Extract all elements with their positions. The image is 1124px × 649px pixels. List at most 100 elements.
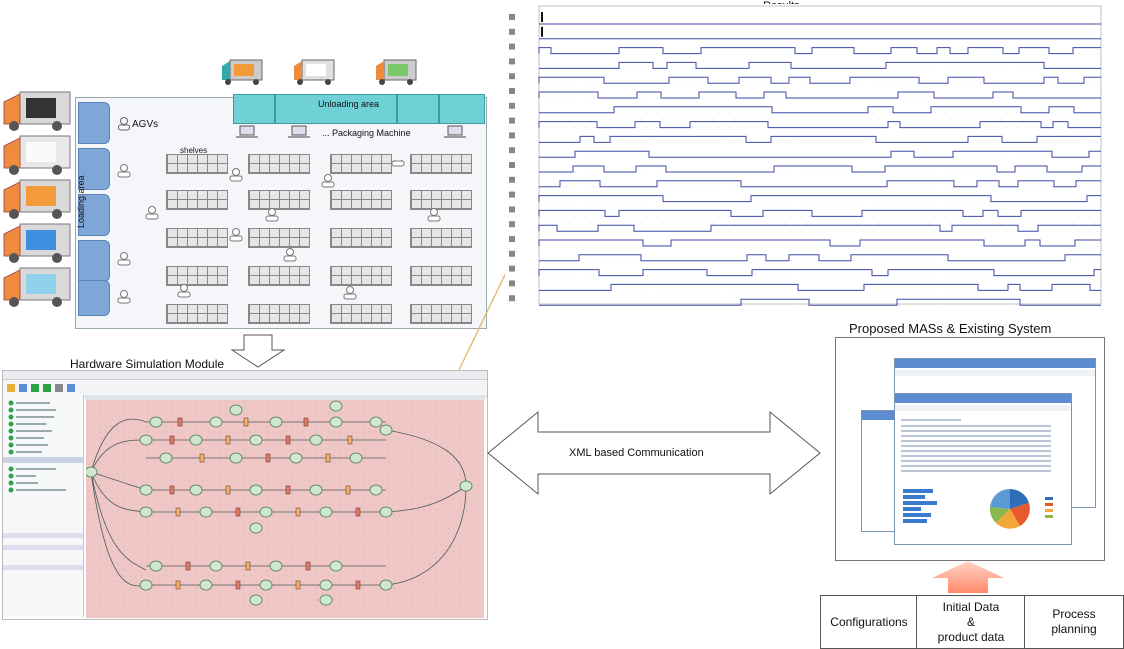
signal-label-mark bbox=[509, 43, 515, 50]
step-icon[interactable] bbox=[43, 384, 51, 392]
stop-icon[interactable] bbox=[55, 384, 63, 392]
initial-data-box: Initial Data & product data bbox=[916, 595, 1026, 649]
agv-figures bbox=[117, 160, 441, 304]
truck-icons bbox=[3, 91, 71, 307]
truck-icon bbox=[3, 91, 71, 131]
shelf bbox=[410, 154, 472, 174]
signal-trace bbox=[539, 135, 1101, 143]
agvs-label: AGVs bbox=[132, 119, 159, 130]
shelf bbox=[166, 228, 228, 248]
signal-trace bbox=[538, 91, 1101, 99]
loading-dock bbox=[78, 194, 110, 236]
truck-icon bbox=[3, 179, 71, 219]
warehouse-layout bbox=[75, 97, 487, 329]
signal-label-mark bbox=[509, 102, 515, 109]
signal-label-mark bbox=[509, 14, 515, 20]
configurations-label: Configurations bbox=[830, 614, 908, 629]
agv-icon bbox=[265, 208, 279, 222]
packaging-machines bbox=[236, 125, 466, 138]
xml-communication-label: XML based Communication bbox=[569, 447, 704, 459]
shelf bbox=[248, 304, 310, 324]
shelf bbox=[166, 304, 228, 324]
loading-dock bbox=[78, 148, 110, 190]
shelf bbox=[248, 154, 310, 174]
petri-places bbox=[86, 400, 473, 606]
up-arrow bbox=[932, 561, 1004, 593]
signal-trace bbox=[539, 254, 1101, 262]
unloading-dock bbox=[397, 94, 439, 124]
open-icon[interactable] bbox=[7, 384, 15, 392]
initial-data-line2: & bbox=[966, 614, 975, 629]
signal-trace bbox=[538, 121, 1101, 129]
signal-label-mark bbox=[509, 236, 515, 242]
down-arrow bbox=[230, 334, 286, 368]
agv-icon bbox=[117, 164, 131, 178]
unloading-dock bbox=[233, 94, 275, 124]
agv-icon bbox=[391, 160, 405, 167]
project-tree-panel[interactable] bbox=[3, 395, 84, 617]
agv-icon bbox=[427, 208, 441, 222]
initial-data-line3: product data bbox=[937, 629, 1005, 644]
results-timing-diagram bbox=[505, 4, 1105, 312]
truck-icon bbox=[376, 59, 417, 85]
agv-icon bbox=[343, 286, 357, 300]
play-icon[interactable] bbox=[31, 384, 39, 392]
agv-icon bbox=[177, 284, 191, 298]
petri-transitions bbox=[169, 417, 361, 590]
signal-label-mark bbox=[509, 162, 515, 168]
shelf bbox=[330, 190, 392, 210]
signal-trace bbox=[538, 195, 1101, 203]
machine-icon bbox=[288, 125, 310, 138]
petri-net-canvas[interactable] bbox=[86, 400, 484, 618]
signal-trace bbox=[538, 209, 1101, 217]
agv-icon bbox=[145, 206, 159, 220]
shelf bbox=[166, 154, 228, 174]
editor-tabs[interactable] bbox=[85, 395, 485, 400]
tree-items bbox=[3, 400, 83, 570]
signal-trace bbox=[538, 76, 1101, 84]
app-window-front bbox=[894, 393, 1072, 545]
shelf bbox=[330, 266, 392, 286]
legend-thumb bbox=[1045, 497, 1053, 518]
unloading-trucks bbox=[222, 59, 417, 85]
signal-label-mark bbox=[509, 250, 515, 257]
signal-trace bbox=[539, 283, 1101, 291]
packaging-machine-label: ... Packaging Machine bbox=[322, 128, 411, 138]
signal-trace bbox=[538, 224, 1101, 232]
shelf bbox=[330, 154, 392, 174]
shelf bbox=[248, 266, 310, 286]
signal-label-mark bbox=[509, 147, 515, 154]
signal-label-mark bbox=[509, 176, 515, 183]
shelf bbox=[166, 266, 228, 286]
unloading-area-label: Unloading area bbox=[318, 99, 380, 109]
pie-chart-thumb bbox=[989, 488, 1030, 529]
shelf bbox=[410, 190, 472, 210]
shelf bbox=[166, 190, 228, 210]
unloading-dock bbox=[439, 94, 485, 124]
shelf bbox=[248, 228, 310, 248]
save-icon[interactable] bbox=[19, 384, 27, 392]
xml-communication-arrow bbox=[487, 410, 821, 496]
agv-icon bbox=[229, 228, 243, 242]
signal-label-mark bbox=[509, 73, 515, 80]
loading-area-label: Loading area bbox=[76, 175, 86, 228]
process-planning-line2: planning bbox=[1051, 622, 1097, 636]
signal-label-mark bbox=[509, 221, 515, 228]
truck-icon bbox=[3, 267, 71, 307]
signal-label-mark bbox=[509, 265, 515, 272]
signal-label-mark bbox=[509, 206, 515, 213]
hardware-sim-title: Hardware Simulation Module bbox=[70, 357, 225, 371]
shelves-label: shelves bbox=[180, 146, 208, 155]
truck-icon bbox=[3, 135, 71, 175]
agv-icon bbox=[229, 168, 243, 182]
loading-dock bbox=[78, 240, 110, 282]
menu-bar bbox=[3, 371, 487, 380]
signal-trace bbox=[539, 106, 1101, 114]
signal-trace bbox=[539, 150, 1101, 158]
signal-trace bbox=[539, 298, 1101, 306]
configurations-box: Configurations bbox=[820, 595, 918, 649]
signal-label-mark bbox=[509, 295, 515, 302]
agv-icon bbox=[283, 248, 297, 262]
zoom-icon[interactable] bbox=[67, 384, 75, 392]
mas-title: Proposed MASs & Existing System bbox=[849, 321, 1052, 336]
